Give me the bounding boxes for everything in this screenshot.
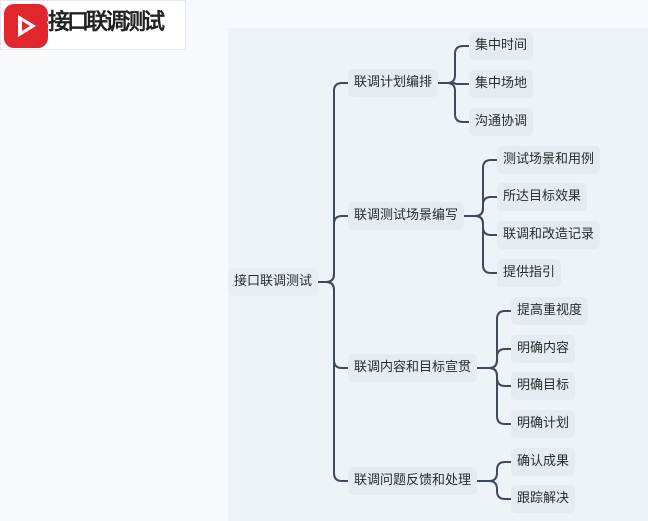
play-icon (4, 4, 48, 48)
feedback-connector (477, 461, 511, 500)
root-connector-line (318, 215, 348, 283)
plan-connector-line (438, 45, 469, 84)
publicity-connector-line (477, 367, 511, 387)
leaf-plan-venue[interactable]: 集中场地 (469, 70, 534, 98)
branch-feedback[interactable]: 联调问题反馈和处理 (348, 467, 478, 495)
leaf-plan-coordination[interactable]: 沟通协调 (469, 108, 534, 136)
publicity-connector-line (477, 348, 511, 369)
mindmap-root[interactable]: 接口联调测试 (228, 268, 319, 296)
scenario-connector-line (464, 196, 497, 217)
root-connector (318, 82, 348, 482)
scenario-connector (464, 159, 497, 274)
leaf-publicity-importance[interactable]: 提高重视度 (511, 297, 589, 325)
leaf-publicity-goal[interactable]: 明确目标 (511, 372, 576, 400)
plan-connector (438, 45, 469, 123)
feedback-connector-line (477, 480, 511, 500)
leaf-scenario-records[interactable]: 联调和改造记录 (497, 221, 601, 249)
branch-publicity[interactable]: 联调内容和目标宣贯 (348, 354, 478, 382)
feedback-connector-line (477, 461, 511, 482)
plan-connector-line (438, 82, 469, 85)
leaf-scenario-cases[interactable]: 测试场景和用例 (497, 146, 601, 174)
leaf-feedback-track[interactable]: 跟踪解决 (511, 485, 576, 513)
leaf-publicity-content[interactable]: 明确内容 (511, 335, 576, 363)
watermark-logo: 接口联调测试 (0, 0, 186, 50)
branch-scenario[interactable]: 联调测试场景编写 (348, 202, 465, 230)
leaf-plan-time[interactable]: 集中时间 (469, 32, 534, 60)
leaf-publicity-plan[interactable]: 明确计划 (511, 410, 576, 438)
publicity-connector-line (477, 367, 511, 425)
root-connector-line (318, 281, 348, 482)
leaf-scenario-goals[interactable]: 所达目标效果 (497, 183, 588, 211)
scenario-connector-line (464, 159, 497, 217)
branch-plan[interactable]: 联调计划编排 (348, 69, 439, 97)
leaf-feedback-confirm[interactable]: 确认成果 (511, 448, 576, 476)
plan-connector-line (438, 82, 469, 123)
scenario-connector-line (464, 215, 497, 274)
publicity-connector (477, 310, 511, 425)
leaf-scenario-guide[interactable]: 提供指引 (497, 259, 562, 287)
watermark-title: 接口联调测试 (48, 10, 165, 35)
publicity-connector-line (477, 310, 511, 369)
